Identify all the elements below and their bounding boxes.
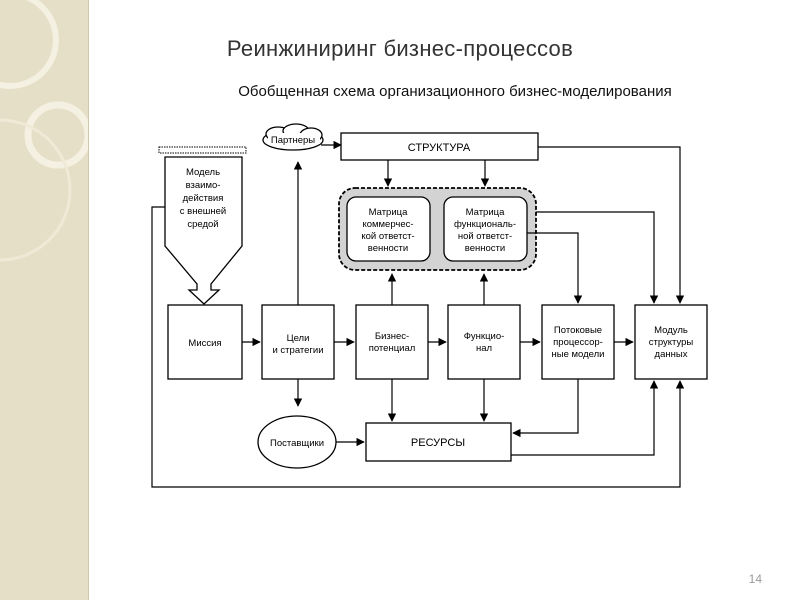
resources-box: РЕСУРСЫ (365, 422, 512, 462)
interaction-model-line-3: действия (183, 193, 224, 204)
partners-label: Партнеры (271, 135, 315, 146)
business-potential-line-1: Бизнес- (375, 331, 409, 342)
suppliers-label: Поставщики (270, 438, 324, 449)
slide-subtitle: Обобщенная схема организационного бизнес… (238, 83, 672, 100)
resources-label: РЕСУРСЫ (411, 437, 465, 449)
interaction-model-line-5: средой (187, 219, 218, 230)
interaction-model-line-1: Модель (186, 167, 220, 178)
matrix-functional-line-4: венности (465, 243, 505, 254)
flow-models-box: Потоковые процессор- ные модели (541, 304, 615, 380)
data-module-line-1: Модуль (654, 325, 688, 336)
goals-line-1: Цели (287, 333, 310, 344)
matrix-functional-line-1: Матрица (466, 207, 505, 218)
flow-models-line-3: ные модели (552, 349, 605, 360)
data-module-line-2: структуры (649, 337, 694, 348)
business-potential-line-2: потенциал (369, 343, 416, 354)
data-module-line-3: данных (655, 349, 688, 360)
goals-box: Цели и стратегии (261, 304, 335, 380)
matrix-functional-line-3: ной ответст- (458, 231, 512, 242)
matrix-commercial-line-2: коммерчес- (362, 219, 413, 230)
slide-title: Реинжиниринг бизнес-процессов (226, 36, 574, 61)
matrix-commercial-line-3: кой ответст- (361, 231, 414, 242)
decorative-left-strip (0, 0, 92, 600)
functional-line-2: нал (476, 343, 492, 354)
functional-line-1: Функцио- (464, 331, 505, 342)
responsibility-matrices-group: Матрица коммерчес- кой ответст- венности… (338, 187, 537, 271)
suppliers-ellipse: Поставщики (257, 415, 337, 469)
flow-models-line-2: процессор- (553, 337, 603, 348)
interaction-model-box: Модель взаимо- действия с внешней средой (158, 146, 247, 305)
interaction-model-line-4: с внешней (180, 206, 226, 217)
mission-label: Миссия (188, 338, 221, 349)
structure-label: СТРУКТУРА (408, 142, 471, 154)
matrix-functional-line-2: функциональ- (454, 219, 516, 230)
goals-line-2: и стратегии (272, 345, 323, 356)
functional-box: Функцио- нал (447, 304, 521, 380)
diagram-connectors (151, 140, 685, 488)
data-module-box: Модуль структуры данных (634, 304, 708, 380)
matrix-commercial-line-1: Матрица (369, 207, 408, 218)
flow-models-line-1: Потоковые (554, 325, 602, 336)
page-number: 14 (748, 572, 762, 586)
mission-box: Миссия (167, 304, 243, 380)
partners-cloud: Партнеры (262, 123, 324, 151)
structure-box: СТРУКТУРА (340, 132, 539, 161)
matrix-commercial-line-4: венности (368, 243, 408, 254)
business-potential-box: Бизнес- потенциал (355, 304, 429, 380)
interaction-model-line-2: взаимо- (186, 180, 221, 191)
